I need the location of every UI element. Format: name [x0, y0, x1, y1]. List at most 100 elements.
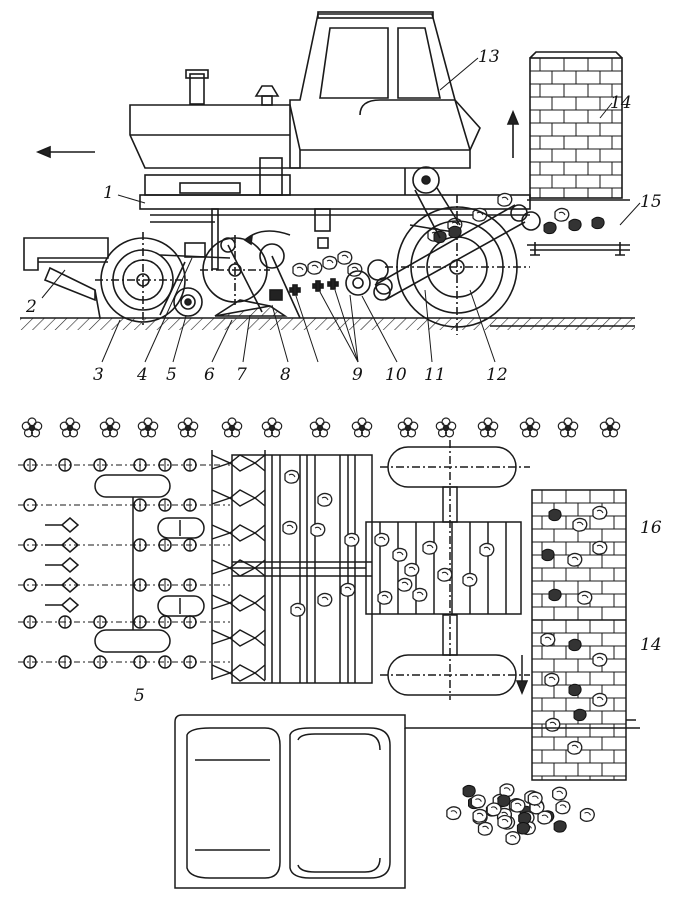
- label-10: 10: [385, 365, 407, 385]
- beet-icon: [404, 562, 420, 577]
- label-13: 13: [478, 47, 500, 67]
- beet-icon: [545, 717, 561, 732]
- label-8: 8: [280, 365, 291, 385]
- beet-icon: [540, 632, 556, 647]
- beet-icon: [592, 505, 608, 520]
- beet-icon: [572, 517, 588, 532]
- brick-row: [530, 58, 622, 198]
- brick-pattern-top: [530, 58, 622, 198]
- side-view: [20, 11, 641, 363]
- topper-wheel: [200, 235, 270, 313]
- plan-view: [18, 417, 640, 889]
- beet-icon: [397, 577, 413, 592]
- beet-icon: [510, 798, 526, 813]
- beet-icon: [317, 592, 333, 607]
- beet-plant-icon: [21, 417, 43, 438]
- beet-icon: [462, 572, 478, 587]
- beet-rows: [18, 458, 230, 669]
- label-15: 15: [640, 192, 662, 212]
- lifter-units: [211, 450, 266, 682]
- trailer-beets: [540, 505, 608, 755]
- cleaner-bars: [231, 454, 373, 684]
- beet-icon: [290, 602, 306, 617]
- beet-pile: [446, 783, 595, 846]
- beet-icon: [310, 522, 326, 537]
- beet-icon: [422, 540, 438, 555]
- beet-icon: [548, 588, 562, 602]
- label-9: 9: [352, 365, 363, 385]
- beet-icon: [527, 791, 543, 806]
- beet-icon: [462, 784, 476, 798]
- beet-icon: [516, 822, 531, 835]
- beet-root-icon: [23, 498, 37, 512]
- lifter-blade: [211, 454, 266, 464]
- beet-icon: [340, 582, 356, 597]
- beet-icon: [592, 692, 608, 707]
- label-5-plan: 5: [134, 686, 145, 706]
- beet-icon: [568, 638, 582, 652]
- beet-icon: [479, 542, 495, 557]
- topped-plants: [45, 517, 80, 613]
- beet-icon: [317, 492, 333, 507]
- beet-plant-icon: [599, 417, 621, 438]
- beet-icon: [505, 831, 521, 846]
- beet-icon: [477, 821, 493, 836]
- beet-plant-icon: [435, 417, 457, 438]
- beet-plant-icon: [309, 417, 331, 438]
- beet-icon: [374, 532, 390, 547]
- rear-axle-plan: [380, 440, 530, 700]
- flower-row: [21, 417, 621, 438]
- beet-plant-icon: [557, 417, 579, 438]
- label-5: 5: [166, 365, 177, 385]
- beet-icon: [567, 740, 583, 755]
- beet-icon: [579, 807, 595, 822]
- rear-wheel: [385, 195, 530, 335]
- beet-icon: [537, 810, 553, 825]
- beet-icon: [552, 786, 568, 801]
- beet-plant-icon: [397, 417, 419, 438]
- lifter-blade: [211, 664, 266, 674]
- beet-icon: [592, 652, 608, 667]
- beet-icon: [573, 708, 587, 722]
- beet-plant-icon: [261, 417, 283, 438]
- front-wheel: [95, 232, 190, 325]
- beet-plant-icon: [137, 417, 159, 438]
- label-14-plan: 14: [640, 635, 662, 655]
- beet-icon: [544, 672, 560, 687]
- beet-icon: [470, 794, 486, 809]
- beet-icon: [497, 794, 511, 807]
- beet-icon: [437, 567, 453, 582]
- beet-plant-icon: [221, 417, 243, 438]
- beet-icon: [553, 820, 567, 833]
- front-axle-plan: [94, 474, 205, 653]
- label-16: 16: [640, 518, 662, 538]
- label-2: 2: [25, 297, 37, 317]
- beet-icon: [497, 814, 513, 829]
- beet-icon: [392, 547, 408, 562]
- lifter-blade: [211, 594, 266, 604]
- lifter-blade: [211, 489, 266, 499]
- frame: [139, 194, 531, 210]
- beet-icon: [344, 532, 360, 547]
- beet-icon: [377, 590, 393, 605]
- trailer-plan: [531, 489, 636, 781]
- lifter-blade: [211, 559, 266, 569]
- ground-hatch: [20, 318, 635, 330]
- trailer-side: [529, 51, 623, 199]
- beet-icon: [555, 800, 571, 815]
- beet-plant-icon: [477, 417, 499, 438]
- beet-icon: [446, 806, 462, 821]
- label-4: 4: [136, 365, 148, 385]
- label-14: 14: [610, 93, 632, 113]
- beet-root-icon: [23, 578, 37, 592]
- beet-plant-icon: [177, 417, 199, 438]
- beet-icon: [541, 548, 555, 562]
- label-12: 12: [486, 365, 508, 385]
- beet-icon: [284, 469, 300, 484]
- digger-roller: [173, 287, 203, 317]
- beet-icon: [412, 587, 428, 602]
- label-3: 3: [93, 365, 104, 385]
- beet-icon: [567, 552, 583, 567]
- label-1: 1: [103, 183, 114, 203]
